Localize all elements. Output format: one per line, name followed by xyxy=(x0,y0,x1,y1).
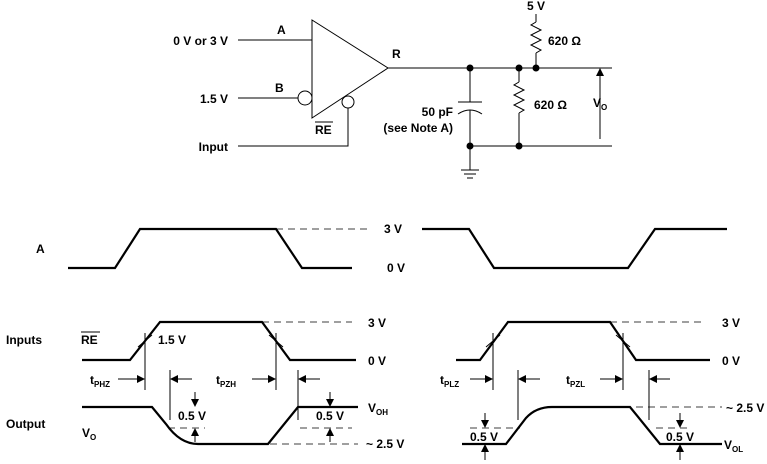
delta-label-left-1: 0.5 V xyxy=(178,409,206,423)
output-section: Output VO xyxy=(6,392,764,460)
re-input-section: Inputs RE 1.5 V 3 V 0 V 3 V 0 V xyxy=(6,316,740,368)
delta-label-right-1: 0.5 V xyxy=(470,430,498,444)
resistor-bottom-value: 620 Ω xyxy=(534,98,567,112)
input-label: Input xyxy=(199,140,228,154)
re-low-level-right: 0 V xyxy=(722,354,740,368)
output-voltage-label: VO xyxy=(593,96,607,112)
waveform-re-left xyxy=(82,320,356,362)
re-low-level-left: 0 V xyxy=(368,354,386,368)
tphz-arrowhead-left xyxy=(137,375,145,383)
tpzh-arrowhead-left xyxy=(268,375,276,383)
delta-arrows-right-1 xyxy=(481,413,489,460)
delta-label-left-2: 0.5 V xyxy=(316,409,344,423)
waveform-output-left xyxy=(82,405,358,446)
timing-markers: tPHZ tPZH tPLZ tPZL xyxy=(90,333,670,420)
approx-level-left: ~ 2.5 V xyxy=(366,437,404,451)
waveform-a-label: A xyxy=(36,242,45,256)
re-enable-bubble xyxy=(341,95,355,109)
tphz-label: tPHZ xyxy=(90,373,110,389)
re-high-level-left: 3 V xyxy=(368,316,386,330)
pin-a-label: A xyxy=(277,23,286,37)
wire-re-input xyxy=(238,108,349,147)
delta-arrows-left-1 xyxy=(191,392,199,442)
tplz-arrowhead-right xyxy=(518,375,526,383)
delta-label-right-2: 0.5 V xyxy=(666,430,694,444)
voh-label: VOH xyxy=(368,401,388,417)
tpzl-arrowhead-right xyxy=(649,375,657,383)
approx-level-right: ~ 2.5 V xyxy=(726,401,764,415)
capacitor-value: 50 pF xyxy=(422,105,453,119)
waveform-a-left xyxy=(68,227,352,270)
a-low-level: 0 V xyxy=(387,261,405,275)
tplz-label: tPLZ xyxy=(440,373,459,389)
tpzh-label: tPZH xyxy=(216,373,236,389)
capacitor-note: (see Note A) xyxy=(383,121,453,135)
resistor-top-icon xyxy=(529,21,543,54)
waveform-a-right xyxy=(422,227,727,270)
output-label: Output xyxy=(6,417,45,431)
input-a-level: 0 V or 3 V xyxy=(173,34,228,48)
tphz-arrowhead-right xyxy=(170,375,178,383)
re-high-level-right: 3 V xyxy=(722,316,740,330)
waveform-a-section: A 3 V 0 V xyxy=(36,222,727,275)
tpzh-arrowhead-right xyxy=(298,375,306,383)
waveform-re-right xyxy=(456,320,710,362)
resistor-bottom-icon xyxy=(512,81,526,114)
delta-arrows-right-2 xyxy=(676,413,684,460)
receiver-triangle xyxy=(311,19,389,119)
re-threshold-label: 1.5 V xyxy=(158,333,186,347)
ground-icon xyxy=(461,169,479,179)
tpzl-arrowhead-left xyxy=(615,375,623,383)
vol-label: VOL xyxy=(724,438,743,454)
output-vo-label: VO xyxy=(82,426,96,442)
resistor-top-value: 620 Ω xyxy=(548,34,581,48)
input-b-level: 1.5 V xyxy=(200,92,228,106)
pin-b-label: B xyxy=(275,81,284,95)
tpzl-label: tPZL xyxy=(566,373,585,389)
delta-arrows-left-2 xyxy=(326,392,334,442)
supply-voltage: 5 V xyxy=(527,0,545,13)
re-input-label: RE xyxy=(81,333,98,347)
pin-re-label: RE xyxy=(315,123,332,137)
test-circuit: 0 V or 3 V A 1.5 V B RE Input R 50 pF (s… xyxy=(173,0,612,179)
inputs-label: Inputs xyxy=(6,333,42,347)
a-high-level: 3 V xyxy=(384,222,402,236)
tplz-arrowhead-left xyxy=(485,375,493,383)
inverting-input-bubble xyxy=(297,90,313,106)
vo-arrow-head xyxy=(596,68,604,76)
pin-r-label: R xyxy=(392,47,401,61)
